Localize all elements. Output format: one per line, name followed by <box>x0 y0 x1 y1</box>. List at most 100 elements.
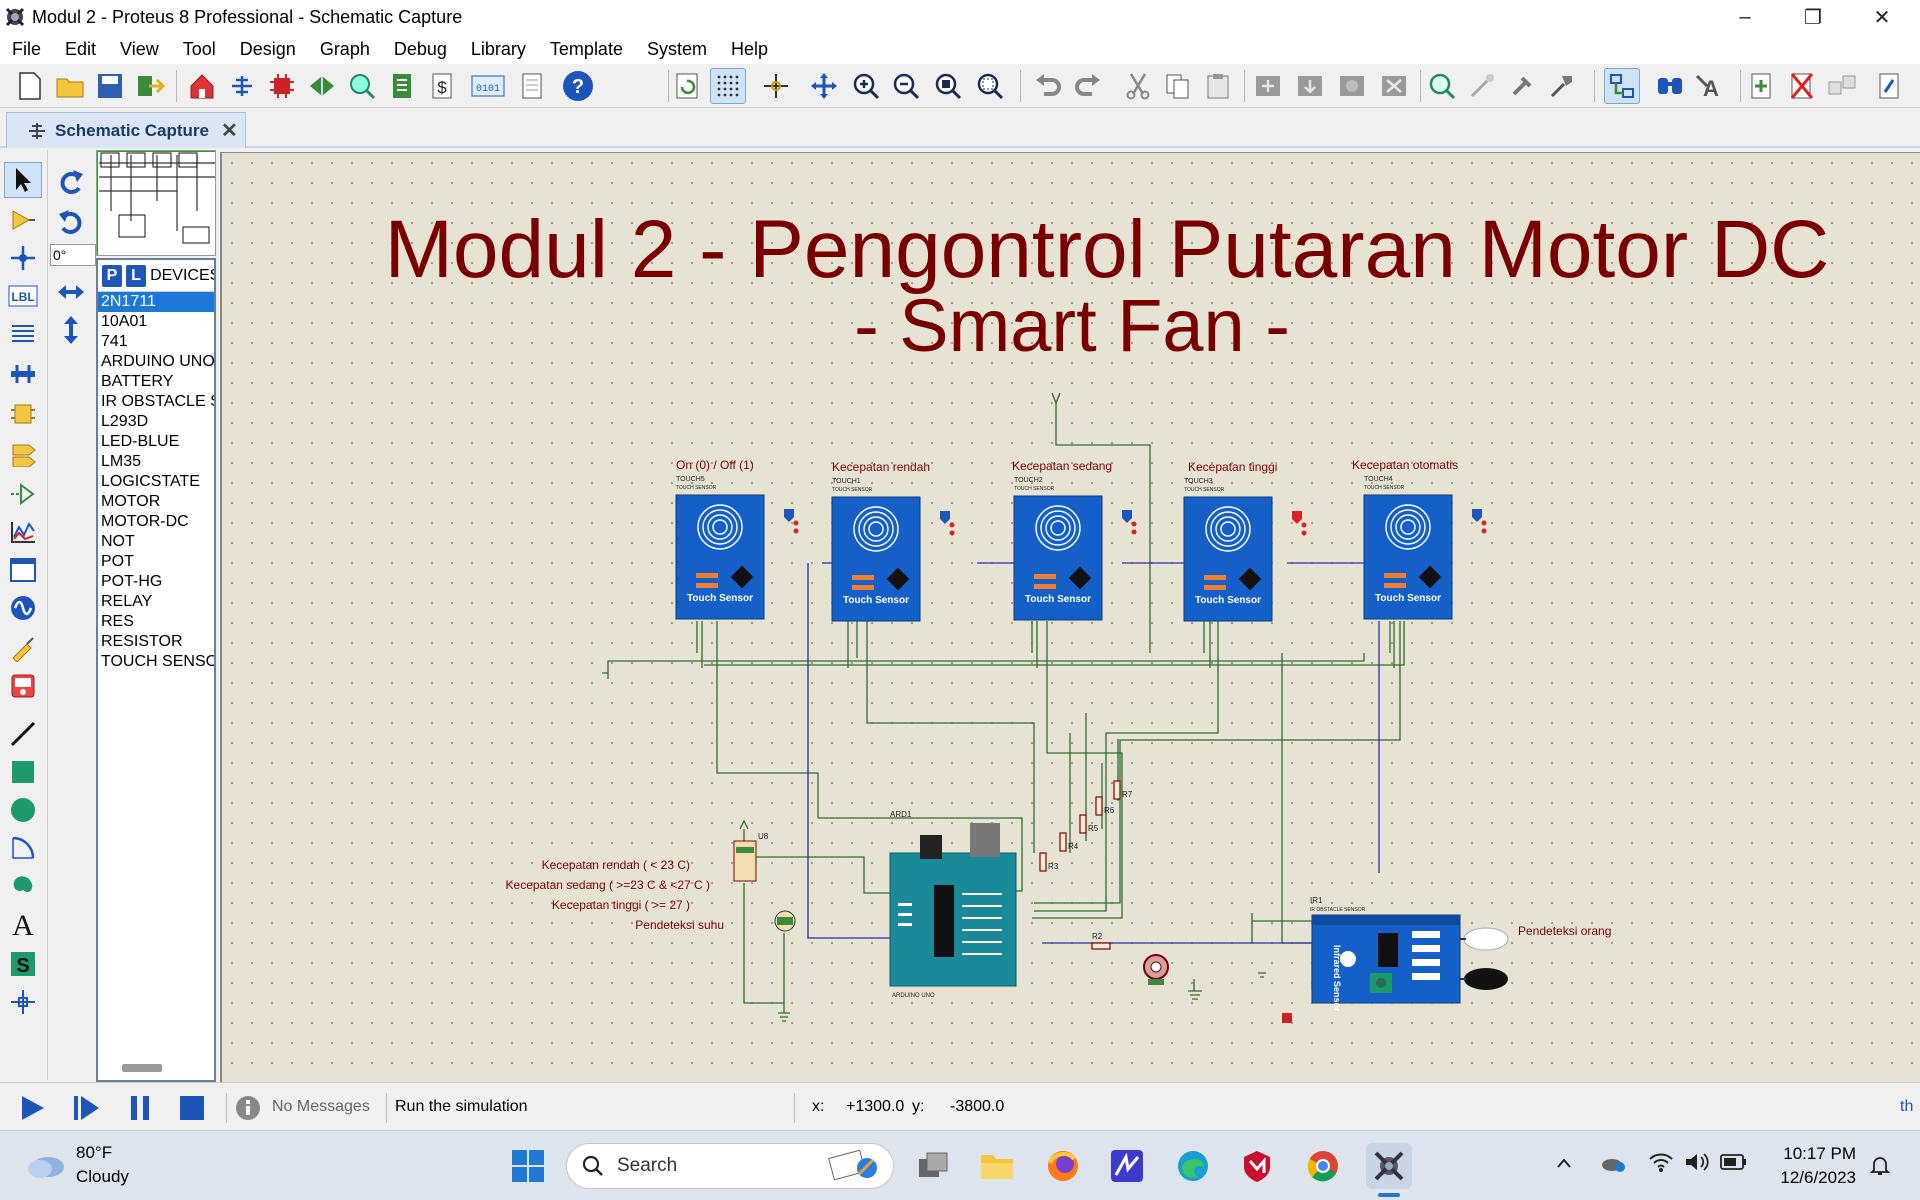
device-list-item[interactable]: BATTERY <box>101 373 174 390</box>
close-window-button[interactable]: ✕ <box>1873 6 1891 29</box>
rotation-angle-field[interactable]: 0° <box>50 244 96 266</box>
zoom-out-icon[interactable] <box>888 68 924 104</box>
probe-mode-icon[interactable] <box>4 630 42 666</box>
symbol-draw-icon[interactable]: S <box>4 946 42 982</box>
text-script-mode-icon[interactable] <box>4 316 42 352</box>
device-list-item[interactable]: RELAY <box>101 593 153 610</box>
make-device-icon[interactable] <box>1464 68 1500 104</box>
copy-icon[interactable] <box>1160 68 1196 104</box>
menu-graph[interactable]: Graph <box>319 38 370 59</box>
undo-icon[interactable] <box>1030 68 1066 104</box>
minimize-button[interactable]: – <box>1739 5 1751 28</box>
active-popup-mode-icon[interactable] <box>4 552 42 588</box>
device-list-item[interactable]: ARDUINO UNO <box>101 353 214 370</box>
notification-bell-icon[interactable] <box>1868 1153 1892 1182</box>
open-folder-icon[interactable] <box>52 68 88 104</box>
device-list-item[interactable]: TOUCH SENSO <box>101 653 214 670</box>
refresh-icon[interactable] <box>670 68 706 104</box>
redo-icon[interactable] <box>1070 68 1106 104</box>
device-list-item[interactable]: RESISTOR <box>101 633 183 650</box>
instruments-mode-icon[interactable] <box>4 668 42 704</box>
tray-chevron-icon[interactable] <box>1554 1153 1574 1178</box>
component-mode-icon[interactable] <box>4 202 42 238</box>
device-list-item[interactable]: 10A01 <box>101 313 148 330</box>
device-list-item[interactable]: 741 <box>101 333 128 350</box>
taskbar-search-box[interactable]: Search <box>566 1143 894 1189</box>
device-list-item[interactable]: MOTOR-DC <box>101 513 189 530</box>
save-icon[interactable] <box>92 68 128 104</box>
terminals-mode-icon[interactable] <box>4 436 42 472</box>
source-code-icon[interactable]: 0101 <box>470 68 506 104</box>
mcafee-icon[interactable] <box>1234 1143 1280 1189</box>
new-file-icon[interactable] <box>12 68 48 104</box>
pause-icon[interactable] <box>122 1091 158 1125</box>
device-list-item[interactable]: LED-BLUE <box>101 433 180 450</box>
generator-mode-icon[interactable] <box>4 590 42 626</box>
pick-device-button[interactable]: P <box>102 264 123 287</box>
proteus-taskbar-icon[interactable] <box>1366 1143 1412 1189</box>
device-list-item[interactable]: POT-HG <box>101 573 163 590</box>
remove-sheet-icon[interactable] <box>1784 68 1820 104</box>
lm35-sensor[interactable]: U8 <box>733 832 796 932</box>
notes-icon[interactable] <box>514 68 550 104</box>
exit-to-parent-icon[interactable] <box>1824 68 1860 104</box>
ir-obstacle-sensor[interactable]: Infrared Sensor IR1 IR OBSTACLE SENSOR <box>1282 896 1509 1023</box>
zoom-all-icon[interactable] <box>930 68 966 104</box>
wifi-icon[interactable] <box>1648 1151 1674 1178</box>
clock-date[interactable]: 12/6/2023 <box>1780 1168 1856 1187</box>
chrome-icon[interactable] <box>1300 1143 1346 1189</box>
junction-mode-icon[interactable] <box>4 240 42 276</box>
arduino-uno[interactable]: ARD1 ARDUINO UNO <box>889 810 1017 999</box>
weather-description[interactable]: Cloudy <box>76 1167 129 1186</box>
zoom-in-icon[interactable] <box>848 68 884 104</box>
arc-draw-icon[interactable] <box>4 830 42 866</box>
clock-time[interactable]: 10:17 PM <box>1783 1144 1856 1163</box>
decompose-icon[interactable] <box>1544 68 1580 104</box>
menu-tool[interactable]: Tool <box>182 38 216 59</box>
origin-icon[interactable] <box>758 68 794 104</box>
zoom-area-icon[interactable] <box>972 68 1008 104</box>
cut-icon[interactable] <box>1120 68 1156 104</box>
device-list-item[interactable]: MOTOR <box>101 493 161 510</box>
circle-draw-icon[interactable] <box>4 792 42 828</box>
path-draw-icon[interactable] <box>4 868 42 904</box>
stop-icon[interactable] <box>174 1091 210 1125</box>
paste-icon[interactable] <box>1200 68 1236 104</box>
wire-autorouter-icon[interactable] <box>1604 68 1640 104</box>
play-icon[interactable] <box>14 1091 50 1125</box>
edge-icon[interactable] <box>1170 1143 1216 1189</box>
mirror-vertical-icon[interactable] <box>52 312 90 348</box>
menu-debug[interactable]: Debug <box>393 38 447 59</box>
battery-icon[interactable] <box>1720 1153 1748 1176</box>
restore-button[interactable]: ❐ <box>1804 6 1822 29</box>
windows-start-icon[interactable] <box>505 1143 551 1189</box>
cost-icon[interactable]: $ <box>424 68 460 104</box>
subcircuit-mode-icon[interactable] <box>4 396 42 432</box>
box-draw-icon[interactable] <box>4 754 42 790</box>
library-manager-button[interactable]: L <box>126 264 147 287</box>
device-list-item[interactable]: RES <box>101 613 134 630</box>
block-delete-icon[interactable] <box>1376 68 1412 104</box>
message-count[interactable]: No Messages <box>272 1098 370 1115</box>
graph-mode-icon[interactable] <box>4 514 42 550</box>
close-tab-icon[interactable]: ✕ <box>221 120 238 142</box>
menu-edit[interactable]: Edit <box>65 38 97 59</box>
device-pins-mode-icon[interactable] <box>4 476 42 512</box>
grid-toggle-icon[interactable] <box>710 68 746 104</box>
3d-viewer-icon[interactable] <box>304 68 340 104</box>
package-tool-icon[interactable] <box>1504 68 1540 104</box>
selection-mode-icon[interactable] <box>4 162 42 198</box>
weather-temperature[interactable]: 80°F <box>76 1143 113 1162</box>
help-icon[interactable]: ? <box>560 68 596 104</box>
gerber-viewer-icon[interactable] <box>344 68 380 104</box>
marker-draw-icon[interactable] <box>4 984 42 1020</box>
onedrive-icon[interactable] <box>1600 1151 1626 1180</box>
import-icon[interactable] <box>132 68 168 104</box>
menu-help[interactable]: Help <box>730 38 769 59</box>
device-list-item[interactable]: NOT <box>101 533 135 550</box>
rotate-clockwise-icon[interactable] <box>52 164 90 200</box>
bom-icon[interactable] <box>384 68 420 104</box>
block-move-icon[interactable] <box>1292 68 1328 104</box>
menu-file[interactable]: File <box>12 38 42 59</box>
